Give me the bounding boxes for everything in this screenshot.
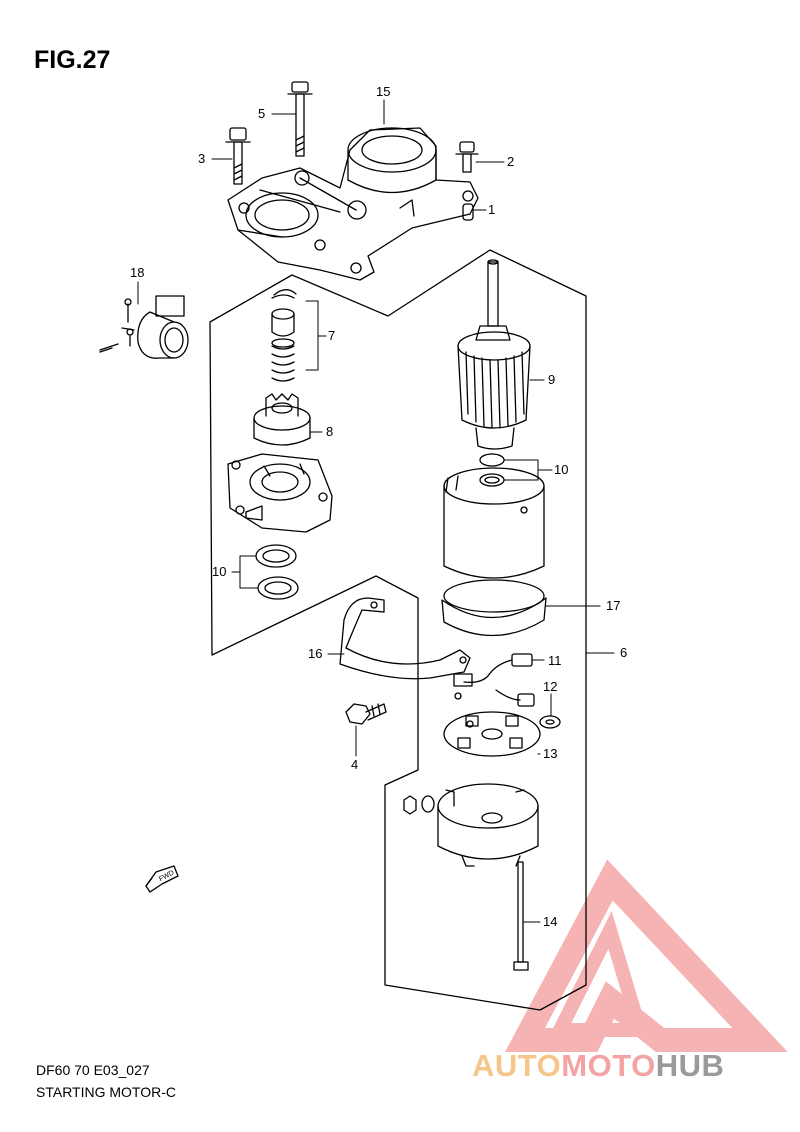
leader-lines <box>137 99 615 923</box>
watermark-logo-icon <box>505 859 788 1052</box>
callout-15: 15 <box>376 84 391 99</box>
yoke-drawing <box>443 467 545 579</box>
callout-6: 6 <box>620 645 628 660</box>
fwd-arrow-icon <box>145 865 179 893</box>
callout-17: 17 <box>606 598 621 613</box>
watermark-auto: AUTO <box>472 1048 562 1083</box>
watermark-hub: HUB <box>655 1048 725 1083</box>
washer-right-drawing <box>479 453 505 487</box>
washer-left-drawing <box>255 544 299 600</box>
callout-10-left: 10 <box>212 564 227 579</box>
callout-16: 16 <box>308 646 323 661</box>
band-17-drawing <box>441 579 547 637</box>
callout-10-right: 10 <box>554 462 569 477</box>
watermark-moto: MOTO <box>561 1048 656 1083</box>
assembly-boundary-line <box>209 249 587 1011</box>
through-bolt-drawing <box>513 861 529 971</box>
figure-title: FIG.27 <box>34 46 111 74</box>
callout-13: 13 <box>543 746 558 761</box>
washer-12-drawing <box>539 715 561 729</box>
solenoid-drawing <box>99 295 189 359</box>
callout-12: 12 <box>543 679 558 694</box>
callout-2: 2 <box>507 154 515 169</box>
rear-cover-drawing <box>437 783 539 867</box>
model-code-label: DF60 70 E03_027 <box>36 1062 150 1078</box>
nut-washer-drawing <box>403 795 435 815</box>
bracket-drawing <box>227 127 479 281</box>
bolt-4-drawing <box>345 703 387 725</box>
watermark-text: AUTOMOTOHUB <box>472 1048 724 1084</box>
bolt-2-drawing <box>455 141 479 173</box>
brush-holder-drawing <box>443 711 541 757</box>
callout-8: 8 <box>326 424 334 439</box>
callout-18: 18 <box>130 265 145 280</box>
pin-1-drawing <box>462 203 474 221</box>
bolt-5-drawing <box>287 81 313 157</box>
armature-drawing <box>457 259 531 450</box>
section-name-label: STARTING MOTOR-C <box>36 1084 176 1100</box>
callout-14: 14 <box>543 914 558 929</box>
callout-3: 3 <box>198 151 206 166</box>
callout-5: 5 <box>258 106 266 121</box>
spring-set-drawing <box>271 289 297 382</box>
callout-11: 11 <box>548 653 562 668</box>
strap-16-drawing <box>339 597 471 680</box>
callout-1: 1 <box>488 202 496 217</box>
callout-4: 4 <box>351 757 359 772</box>
bolt-3-drawing <box>225 127 251 185</box>
pinion-gear-drawing <box>253 393 311 446</box>
callout-7: 7 <box>328 328 336 343</box>
front-housing-drawing <box>227 453 333 533</box>
callout-9: 9 <box>548 372 556 387</box>
